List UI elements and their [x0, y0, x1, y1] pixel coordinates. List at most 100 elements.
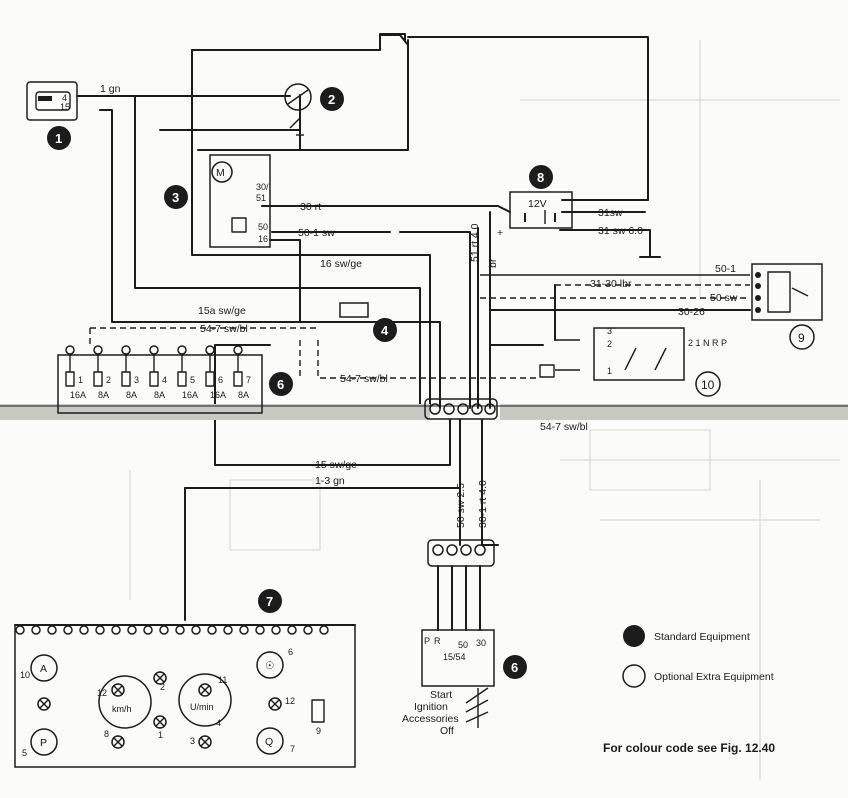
fuse-rating: 16A	[182, 390, 198, 400]
wire-label-50sw: 50 sw	[710, 292, 738, 304]
wire-label-3130lbr: 31-30 lbr	[590, 278, 632, 290]
starter-relay-2	[284, 83, 312, 136]
gauge-temp-symbol: ☉	[265, 660, 274, 672]
cluster-pin	[95, 625, 105, 635]
warning-lamp	[37, 697, 51, 711]
ign-pos-off: Off	[440, 725, 454, 737]
connector-1-pin15: 15	[60, 102, 70, 112]
fuse-number: 3	[134, 375, 139, 385]
cluster-pin	[207, 625, 217, 635]
callout-3: 3	[172, 190, 179, 205]
cluster-pin	[15, 625, 25, 635]
wire-labels: 1 gn 30 rt 50-1 sw 16 sw/ge 15a sw/ge 54…	[100, 83, 738, 528]
switch10-pin2: 2	[607, 339, 612, 349]
speedo-lamp-12: 12	[97, 688, 107, 698]
fuse-rating: 8A	[154, 390, 165, 400]
starter-motor-3: M 30/ 51 50 16	[209, 154, 271, 248]
fuse-rating: 8A	[98, 390, 109, 400]
lamp-8: 8	[104, 729, 109, 739]
warning-lamp	[153, 715, 167, 729]
wire-label-13gn: 1-3 gn	[315, 475, 345, 487]
battery-voltage: 12V	[528, 198, 547, 210]
caption: For colour code see Fig. 12.40	[603, 741, 775, 755]
fuse-number: 1	[78, 375, 83, 385]
warning-lamp	[111, 683, 125, 697]
cluster-pin	[63, 625, 73, 635]
background-ghost-lines	[129, 40, 840, 780]
cluster-pin	[319, 625, 329, 635]
callouts: 1 2 3 4 6 6 7 8 9 10	[47, 87, 815, 679]
switch10-pin1: 1	[607, 366, 612, 376]
cluster-pin	[239, 625, 249, 635]
cluster-pin	[223, 625, 233, 635]
legend-optional-label: Optional Extra Equipment	[654, 671, 774, 683]
starter-term-50: 50	[258, 222, 268, 232]
wire-label-501sw: 50-1 sw	[298, 227, 335, 239]
gauge-p-id: 5	[22, 748, 27, 758]
cluster-pin	[255, 625, 265, 635]
cluster-pin	[159, 625, 169, 635]
ign-term-1554: 15/54	[443, 652, 466, 662]
cluster-pin	[271, 625, 281, 635]
wire-label-15swge: 15 sw/ge	[315, 459, 357, 471]
legend-standard-swatch	[623, 625, 645, 647]
wire-label-15aswge: 15a sw/ge	[198, 305, 246, 317]
switch10-pin3: 3	[607, 326, 612, 336]
starter-motor-label: M	[216, 167, 225, 179]
wire-label-31sw: 31sw	[598, 207, 623, 219]
callout-2: 2	[328, 92, 335, 107]
cluster-pin	[31, 625, 41, 635]
resistor-4	[339, 302, 369, 318]
cluster-pin	[79, 625, 89, 635]
callout-8: 8	[537, 170, 544, 185]
legend: Standard Equipment Optional Extra Equipm…	[622, 625, 774, 688]
battery-plus: +	[497, 227, 503, 239]
fuse-number: 7	[246, 375, 251, 385]
fuse-rating: 8A	[126, 390, 137, 400]
wire-label-501: 50-1	[715, 263, 736, 275]
ign-pos-accessories: Accessories	[402, 713, 459, 725]
lamp-12: 12	[285, 696, 295, 706]
gauge-a-id: 10	[20, 670, 30, 680]
warning-lamp	[153, 671, 167, 685]
warning-lamp	[111, 735, 125, 749]
wire-label-31sw60: 31 sw 6.0	[598, 225, 643, 237]
ign-term-50: 50	[458, 640, 468, 650]
switch10-positions: 2 1 N R P	[688, 338, 727, 348]
cluster-pin	[287, 625, 297, 635]
speedometer-unit: km/h	[112, 704, 132, 714]
callout-4: 4	[381, 323, 389, 338]
fuse-7: 78A	[233, 345, 251, 400]
callout-10: 10	[701, 378, 715, 392]
ign-term-r: R	[434, 636, 441, 646]
wire-label-547swbl-b: 54-7 sw/bl	[340, 373, 388, 385]
svg-text:30/: 30/	[256, 182, 269, 192]
wire-label-br: br	[487, 258, 499, 268]
connector-1: 4 15	[26, 81, 78, 121]
fuse-3: 3 8A	[121, 345, 139, 400]
ign-pos-ignition: Ignition	[414, 701, 448, 713]
gauge-temp-id: 6	[288, 647, 293, 657]
wire-label-301rt40: 30-1 rt 4.0	[477, 480, 489, 528]
lamp-9: 9	[316, 726, 321, 736]
wire-label-3026: 30-26	[678, 306, 705, 318]
starter-term-16: 16	[258, 234, 268, 244]
fuse-2: 28A	[93, 345, 111, 400]
fuse-number: 4	[162, 375, 167, 385]
wire-label-16swge: 16 sw/ge	[320, 258, 362, 270]
cluster-pin	[303, 625, 313, 635]
cluster-pin	[175, 625, 185, 635]
lamp-3: 3	[190, 736, 195, 746]
wire-label-30rt: 30 rt	[300, 201, 321, 213]
ign-pos-start: Start	[430, 689, 452, 701]
legend-standard-label: Standard Equipment	[654, 631, 750, 643]
gauge-q-symbol: Q	[265, 736, 273, 748]
fuse-rating: 16A	[210, 390, 226, 400]
wire-label-50sw25: 50 sw 2.5	[455, 483, 467, 528]
ground-strip	[0, 404, 848, 420]
tachometer-unit: U/min	[190, 702, 214, 712]
callout-6-ignition: 6	[511, 660, 518, 675]
